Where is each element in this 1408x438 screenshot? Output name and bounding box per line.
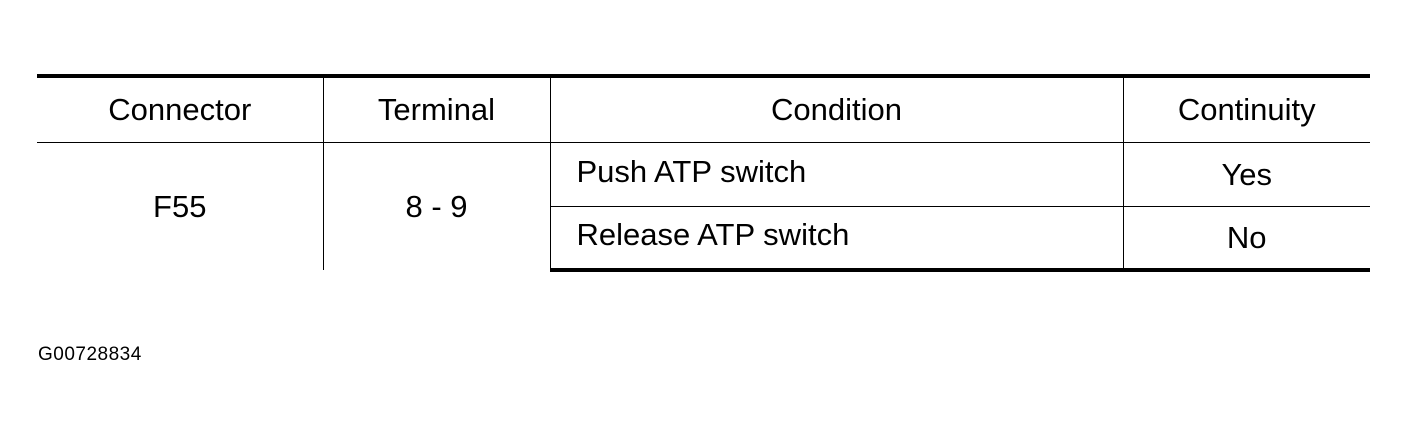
cell-condition-push: Push ATP switch [549, 142, 1123, 207]
figure-id-label: G00728834 [38, 344, 142, 365]
cell-condition-release: Release ATP switch [549, 206, 1123, 272]
header-terminal: Terminal [322, 74, 550, 143]
table-row: Release ATP switch No [37, 206, 1370, 272]
header-condition: Condition [549, 74, 1123, 143]
table-row: F55 8 - 9 Push ATP switch Yes [37, 142, 1370, 270]
table-header-row: Connector Terminal Condition Continuity [37, 74, 1370, 143]
cell-connector: F55 [153, 188, 207, 224]
continuity-spec-table: Connector Terminal Condition Continuity … [37, 74, 1370, 272]
header-connector: Connector [37, 74, 323, 143]
cell-continuity-no: No [1122, 206, 1370, 272]
cell-terminal: 8 - 9 [322, 142, 550, 270]
header-continuity: Continuity [1122, 74, 1370, 143]
cell-continuity-yes: Yes [1122, 142, 1370, 207]
